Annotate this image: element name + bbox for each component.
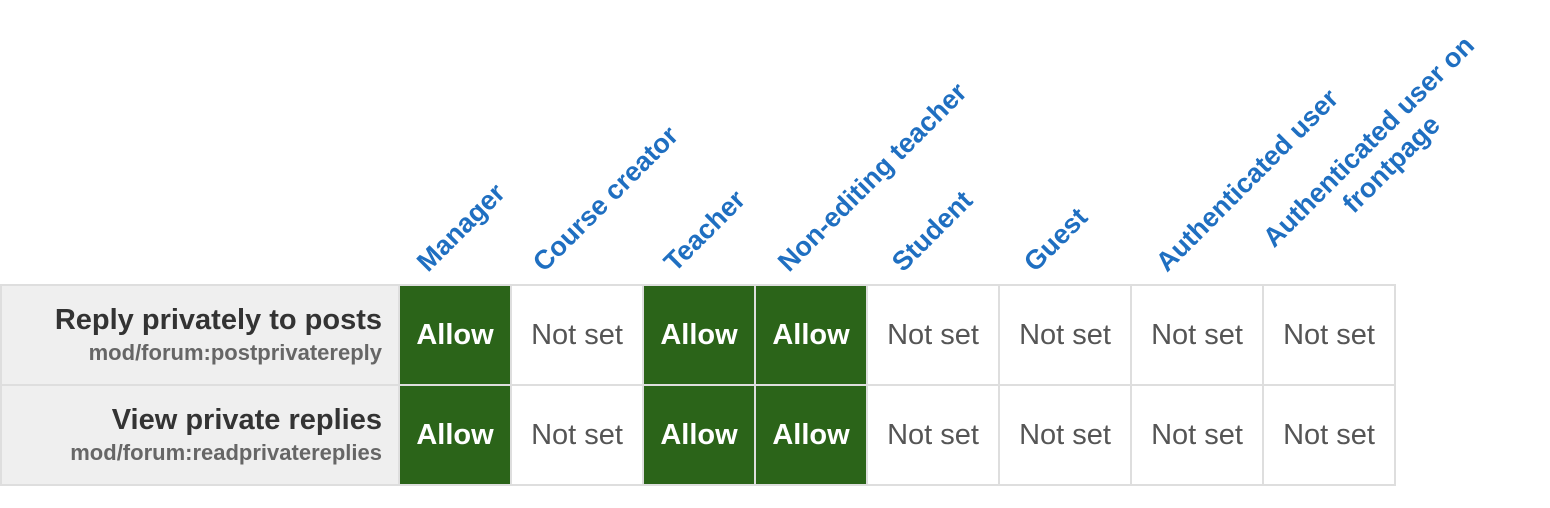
table-row: View private replies mod/forum:readpriva… (0, 384, 1396, 486)
capability-cell: View private replies mod/forum:readpriva… (0, 384, 400, 486)
permission-cell[interactable]: Not set (1262, 284, 1396, 386)
permission-cell[interactable]: Not set (1130, 384, 1264, 486)
capability-name: View private replies (111, 404, 382, 436)
permission-cell[interactable]: Not set (866, 384, 1000, 486)
capability-name: Reply privately to posts (54, 304, 382, 336)
permission-cell[interactable]: Not set (998, 284, 1132, 386)
capability-id: mod/forum:postprivatereply (88, 340, 382, 365)
role-header-student[interactable]: Student (886, 185, 979, 278)
capability-id: mod/forum:readprivatereplies (70, 440, 382, 465)
permission-cell[interactable]: Not set (998, 384, 1132, 486)
permission-cell[interactable]: Not set (1262, 384, 1396, 486)
permission-cell[interactable]: Not set (866, 284, 1000, 386)
permission-cell[interactable]: Not set (510, 284, 644, 386)
capability-cell: Reply privately to posts mod/forum:postp… (0, 284, 400, 386)
permission-cell[interactable]: Allow (754, 384, 868, 486)
role-header-guest[interactable]: Guest (1018, 201, 1094, 278)
permission-cell[interactable]: Not set (1130, 284, 1264, 386)
permission-cell[interactable]: Allow (642, 284, 756, 386)
role-header-non-editing-teacher[interactable]: Non-editing teacher (772, 76, 973, 278)
permission-cell[interactable]: Allow (398, 384, 512, 486)
permission-cell[interactable]: Allow (754, 284, 868, 386)
table-row: Reply privately to posts mod/forum:postp… (0, 284, 1396, 386)
role-header-manager[interactable]: Manager (411, 177, 511, 278)
permission-cell[interactable]: Allow (642, 384, 756, 486)
permissions-table: Reply privately to posts mod/forum:postp… (0, 284, 1396, 486)
permission-cell[interactable]: Not set (510, 384, 644, 486)
permission-cell[interactable]: Allow (398, 284, 512, 386)
role-header-teacher[interactable]: Teacher (658, 184, 752, 278)
